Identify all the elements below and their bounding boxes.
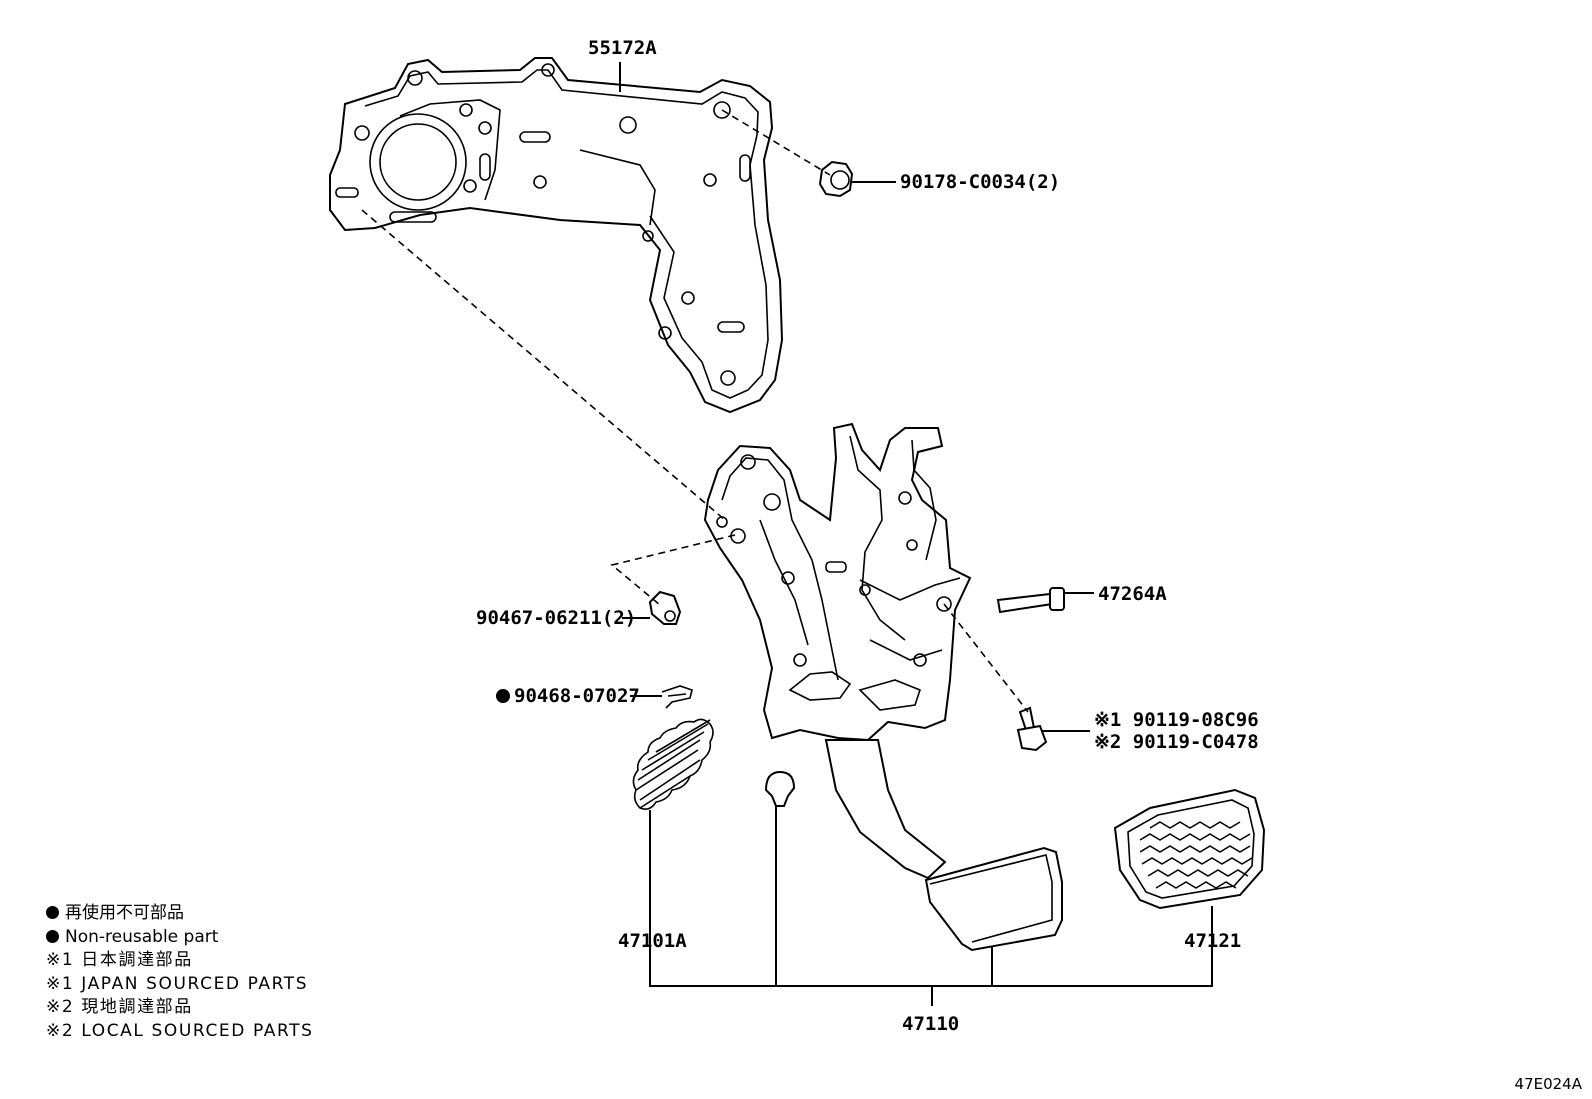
pedal-arm-drawing	[824, 739, 1063, 952]
legend-row-non-reusable-en: Non-reusable part	[46, 926, 314, 950]
pin-drawing	[661, 685, 693, 709]
spring-drawing	[632, 718, 714, 810]
non-reusable-dot-icon	[46, 929, 59, 943]
label-bolt: 47264A	[1098, 583, 1167, 605]
label-screw-2: ※2 90119-C0478	[1094, 731, 1259, 753]
legend-row-local-jp: ※2 現地調達部品	[46, 997, 193, 1017]
label-nut: 90178-C0034(2)	[900, 171, 1060, 193]
diagram-reference-code: 47E024A	[1514, 1075, 1582, 1093]
label-pedal-assy: 47110	[902, 1013, 959, 1035]
label-pin: 90468-07027	[514, 685, 640, 707]
pedal-support-drawing	[703, 422, 972, 742]
bolt-drawing	[996, 587, 1065, 614]
assembly-lines	[361, 109, 1029, 713]
bracket-drawing	[329, 57, 784, 414]
legend-row-japan-jp: ※1 日本調達部品	[46, 950, 193, 970]
label-spring: 47101A	[618, 930, 687, 952]
label-screw-1: ※1 90119-08C96	[1094, 709, 1259, 731]
legend-row-local-en: ※2 LOCAL SOURCED PARTS	[46, 1020, 314, 1041]
legend-row-non-reusable-jp: 再使用不可部品	[46, 902, 314, 926]
leader-lines	[619, 62, 1213, 1006]
legend: 再使用不可部品 Non-reusable part ※1 日本調達部品 ※1 J…	[46, 902, 314, 1043]
stopper-drawing	[764, 770, 796, 807]
label-bracket: 55172A	[588, 37, 657, 59]
non-reusable-dot	[496, 689, 510, 703]
pedal-pad-drawing	[1113, 788, 1266, 910]
clip-drawing	[648, 590, 682, 625]
nut-drawing	[818, 160, 854, 198]
legend-row-japan-en: ※1 JAPAN SOURCED PARTS	[46, 973, 309, 994]
screw-drawing	[1016, 706, 1048, 752]
label-pad: 47121	[1184, 930, 1241, 952]
label-clip: 90467-06211(2)	[476, 607, 636, 629]
non-reusable-dot-icon	[46, 906, 59, 919]
